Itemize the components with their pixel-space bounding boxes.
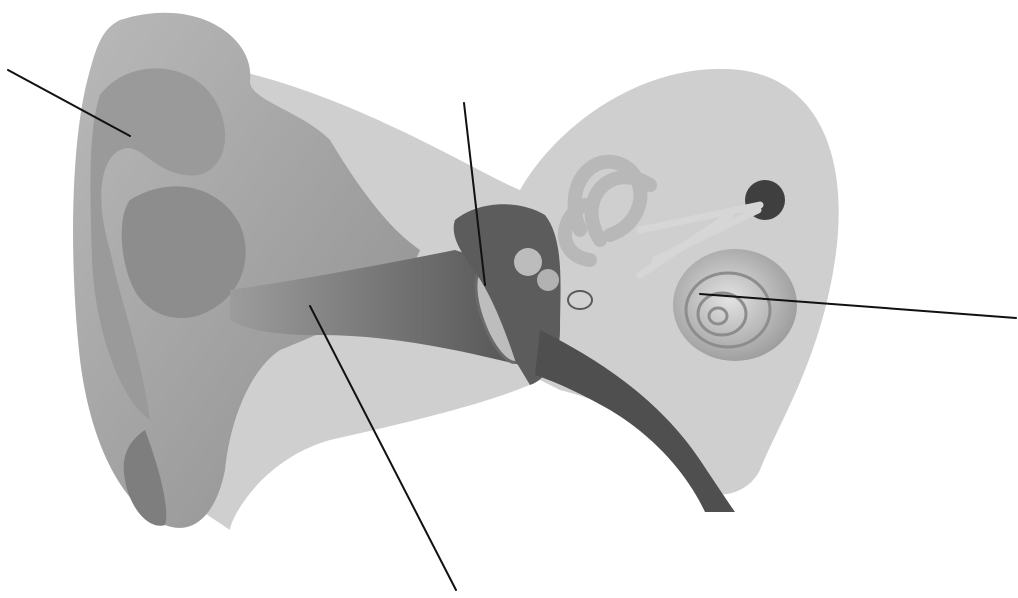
cochlea [673, 249, 797, 361]
ossicle-incus [537, 269, 559, 291]
ossicle-stapes [568, 291, 592, 309]
ossicle-malleus [514, 248, 542, 276]
